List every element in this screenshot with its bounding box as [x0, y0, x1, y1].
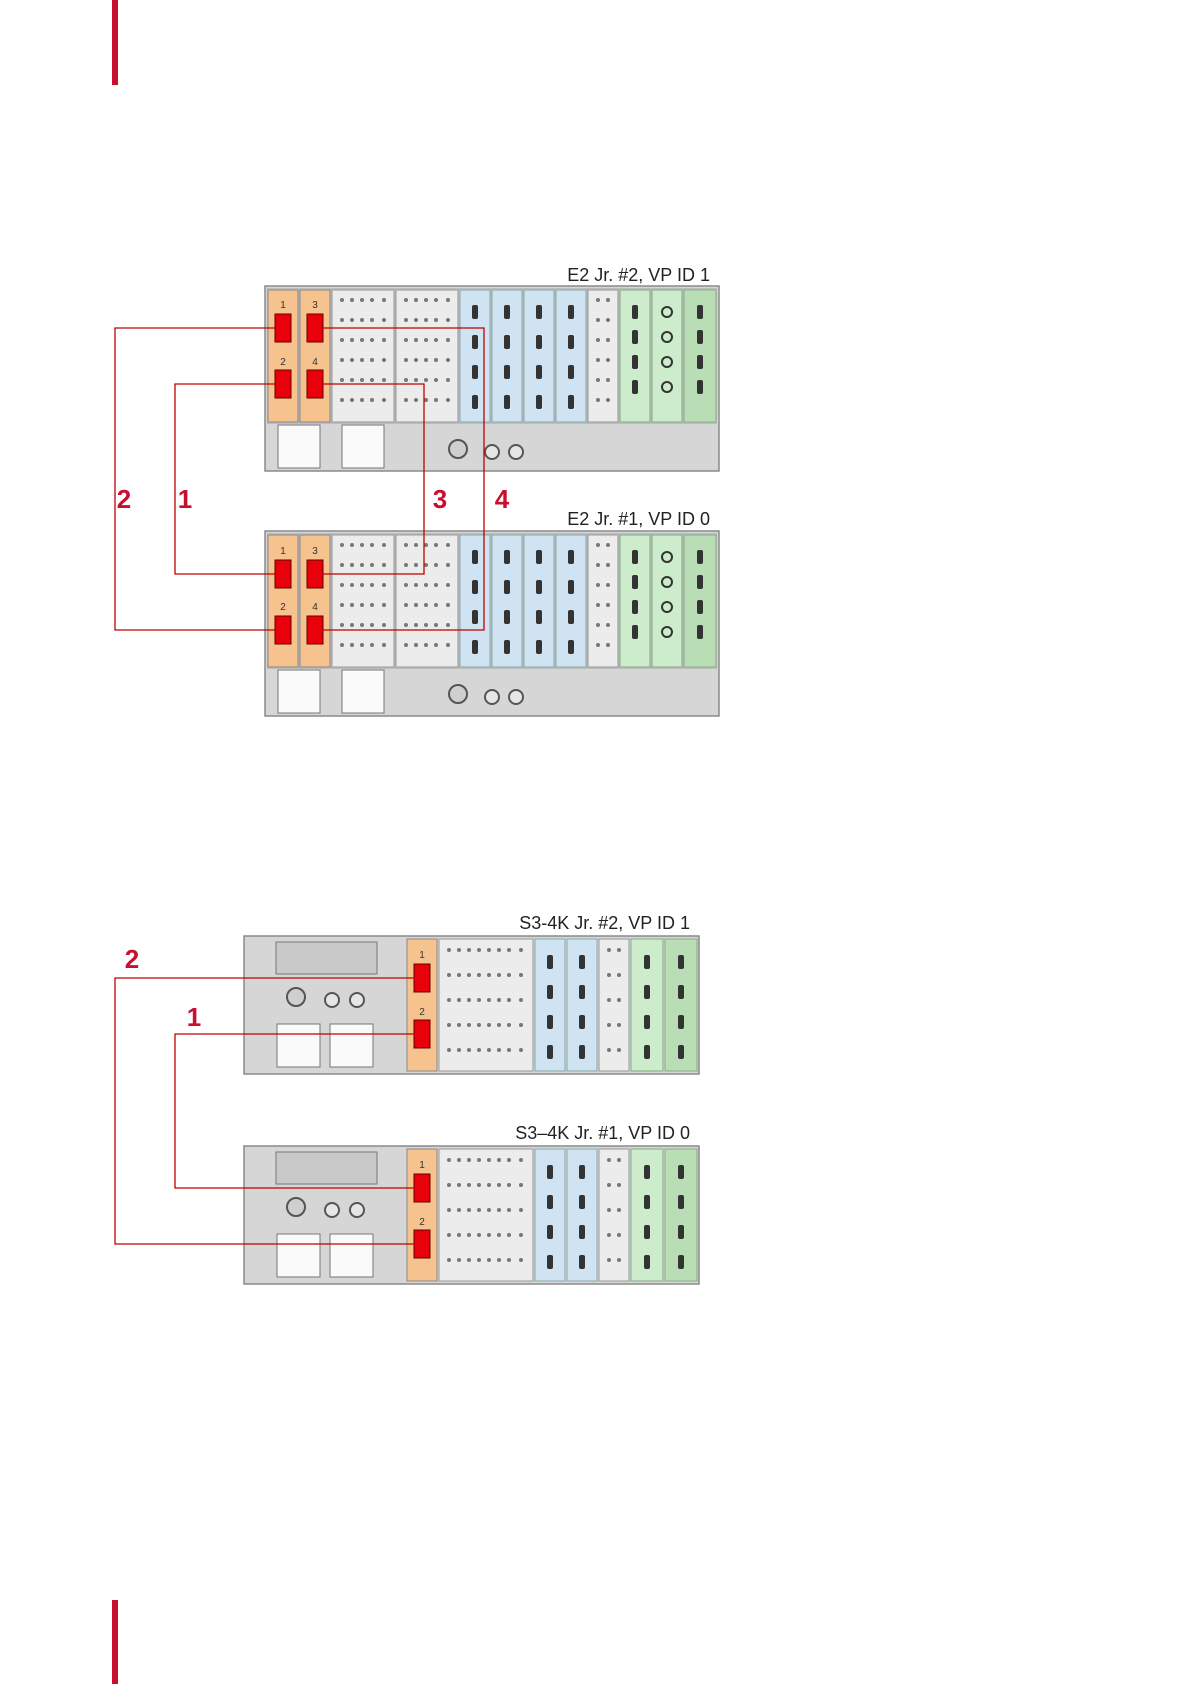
e2-u2-port-2: [275, 370, 291, 398]
e2-u2-port-1-label: 1: [280, 300, 286, 311]
e2-unit-2-label: E2 Jr. #2, VP ID 1: [567, 265, 710, 285]
s3-diagram: S3-4K Jr. #2, VP ID 1 S3–4K Jr. #1, VP I…: [115, 913, 699, 1284]
e2-chassis-unit-2: 1 3 2 4: [265, 286, 719, 471]
s3-u2-port-1: [414, 964, 430, 992]
e2-cable-2-number: 2: [117, 484, 131, 514]
e2-u1-port-4: [307, 616, 323, 644]
s3-u1-port-2: [414, 1230, 430, 1258]
e2-chassis-unit-1: 1 3 2 4: [265, 531, 719, 716]
e2-u1-port-1: [275, 560, 291, 588]
s3-u2-port-2: [414, 1020, 430, 1048]
e2-cable-1-number: 1: [178, 484, 192, 514]
e2-u2-port-3-label: 3: [312, 300, 318, 311]
s3-cable-2-number: 2: [125, 944, 139, 974]
s3-u2-port-1-label: 1: [419, 950, 425, 961]
e2-u1-port-3: [307, 560, 323, 588]
e2-unit-1-label: E2 Jr. #1, VP ID 0: [567, 509, 710, 529]
e2-u1-port-3-label: 3: [312, 546, 318, 557]
e2-cable-4-number: 4: [495, 484, 510, 514]
e2-u1-port-2: [275, 616, 291, 644]
e2-diagram: E2 Jr. #2, VP ID 1 E2 Jr. #1, VP ID 0: [115, 265, 719, 716]
s3-chassis-unit-1: 1 2: [244, 1146, 699, 1284]
s3-u2-port-2-label: 2: [419, 1007, 425, 1018]
s3-chassis-unit-2: 1 2: [244, 936, 699, 1074]
s3-u1-port-1: [414, 1174, 430, 1202]
e2-cable-1: [175, 384, 275, 574]
e2-u2-port-3: [307, 314, 323, 342]
e2-cable-2: [115, 328, 275, 630]
e2-u1-port-1-label: 1: [280, 546, 286, 557]
s3-unit-2-label: S3-4K Jr. #2, VP ID 1: [519, 913, 690, 933]
s3-u1-port-2-label: 2: [419, 1217, 425, 1228]
e2-u2-port-4-label: 4: [312, 357, 318, 368]
e2-u1-port-2-label: 2: [280, 602, 286, 613]
e2-u2-port-2-label: 2: [280, 357, 286, 368]
s3-u1-port-1-label: 1: [419, 1160, 425, 1171]
e2-u1-port-4-label: 4: [312, 602, 318, 613]
e2-u2-port-4: [307, 370, 323, 398]
s3-cable-1-number: 1: [187, 1002, 201, 1032]
e2-u2-port-1: [275, 314, 291, 342]
s3-unit-1-label: S3–4K Jr. #1, VP ID 0: [515, 1123, 690, 1143]
e2-cable-3-number: 3: [433, 484, 447, 514]
